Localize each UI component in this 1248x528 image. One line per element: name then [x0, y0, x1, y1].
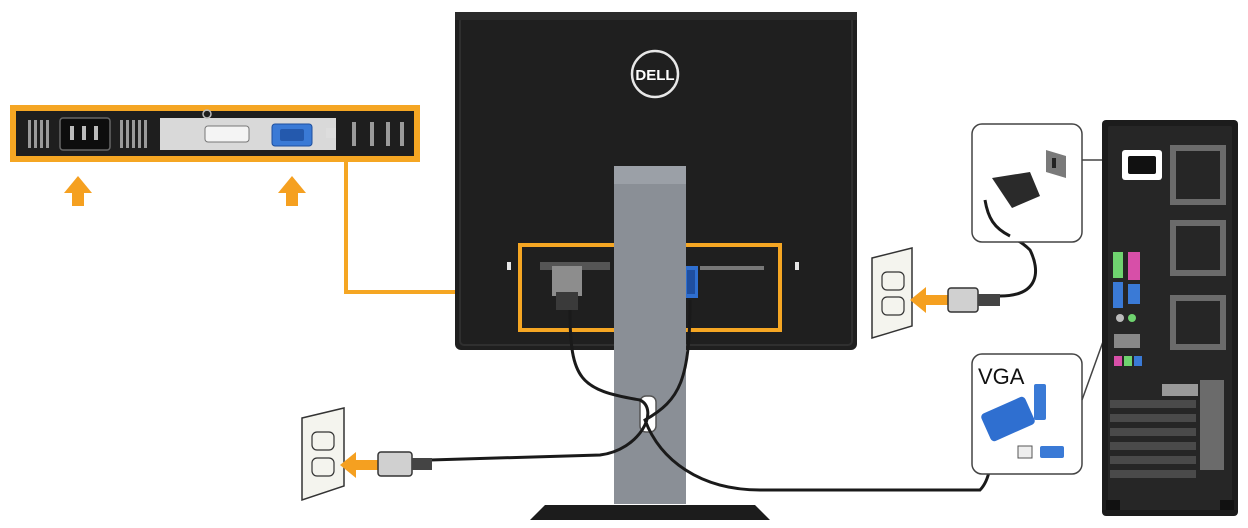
desktop-pc	[1102, 120, 1238, 516]
dvi-port	[204, 125, 250, 143]
vga-port	[271, 123, 313, 147]
pc-expansion-slots	[1110, 400, 1196, 478]
stand-base	[530, 505, 770, 520]
up-arrow-icon	[64, 176, 92, 206]
left-arrow-icon	[340, 452, 378, 478]
vga-connector	[981, 384, 1046, 442]
port-panel-zoom	[10, 105, 520, 294]
power-plug	[377, 451, 432, 477]
power-callout	[971, 123, 1118, 243]
power-connector-icon	[1046, 150, 1066, 178]
monitor-rear-ports	[540, 262, 764, 310]
left-arrow-icon	[910, 287, 948, 313]
panel-vents-right	[352, 122, 404, 146]
usb-port	[326, 128, 336, 138]
monitor-top-bezel	[455, 12, 857, 20]
monitor-stand	[530, 166, 770, 520]
brand-logo-text: DELL	[635, 67, 674, 84]
lock-slot	[202, 109, 212, 119]
power-outlet-pc	[871, 247, 1000, 340]
power-outlet-monitor	[301, 407, 432, 502]
vga-callout: VGA	[971, 299, 1119, 475]
vga-label: VGA	[978, 364, 1025, 389]
monitor-power-cable	[429, 309, 650, 462]
pc-io-ports	[1113, 252, 1142, 366]
up-arrow-icon	[278, 176, 306, 206]
monitor-vga-cable	[643, 299, 994, 492]
stand-neck	[614, 166, 686, 504]
power-plug	[947, 287, 1000, 313]
panel-vents-left	[28, 120, 49, 148]
panel-vents-mid	[120, 120, 147, 148]
dell-logo: DELL	[630, 49, 680, 99]
ac-power-port	[59, 117, 111, 151]
